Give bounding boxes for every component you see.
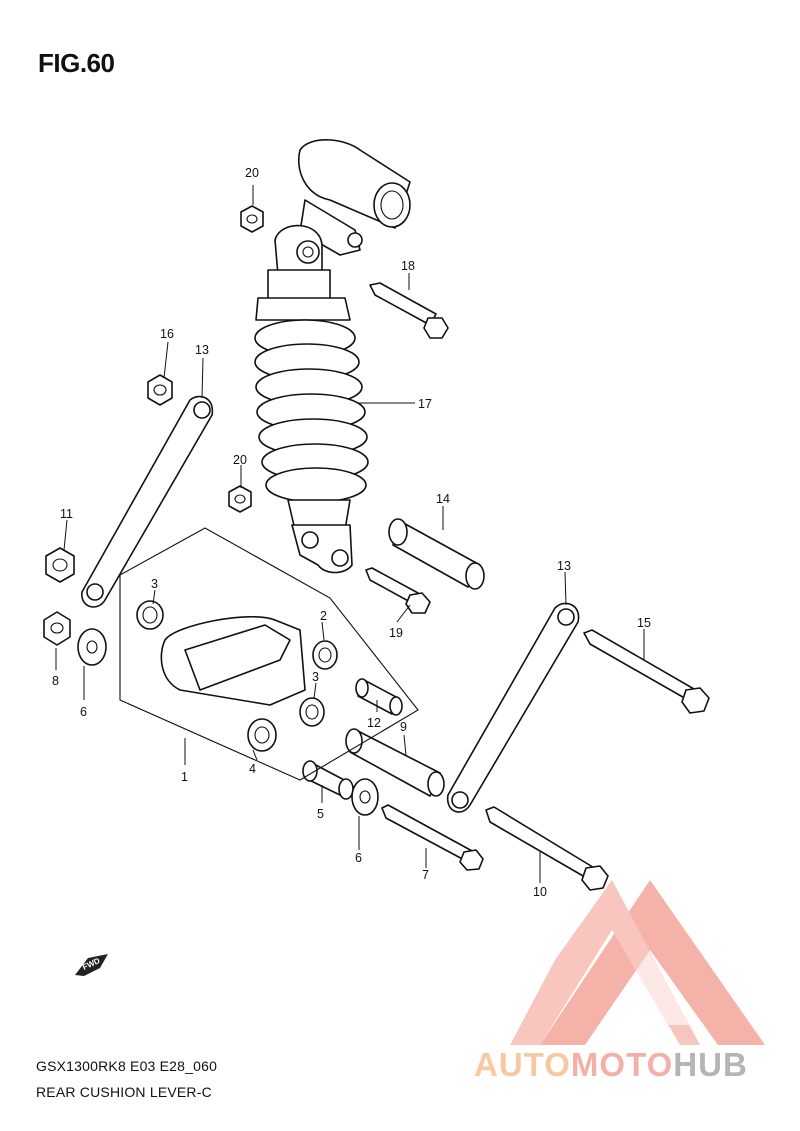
watermark-text: AUTOMOTOHUB: [474, 1046, 748, 1084]
collar-12: [355, 678, 403, 716]
nut-16: [147, 374, 173, 406]
callout-11: 11: [60, 507, 73, 521]
callout-12: 12: [367, 716, 381, 730]
model-code-label: GSX1300RK8 E03 E28_060: [36, 1058, 218, 1074]
figure-title: FIG.60: [38, 48, 115, 78]
spacer-9: [345, 728, 445, 797]
leader-lines: [55, 185, 645, 883]
bolt-10: [485, 806, 609, 891]
bolt-18: [369, 282, 449, 339]
callout-20-mid: 20: [233, 453, 247, 467]
shock-absorber: [254, 139, 411, 574]
lever-assembly: [119, 527, 419, 781]
bolt-19: [365, 567, 431, 614]
callout-3-a: 3: [151, 577, 158, 591]
washer-6-right: [351, 778, 379, 816]
washer-6-left: [77, 628, 107, 666]
callout-19: 19: [389, 626, 403, 640]
callout-14: 14: [436, 492, 450, 506]
callout-6-left: 6: [80, 705, 87, 719]
callout-1: 1: [181, 770, 188, 784]
callout-3-b: 3: [312, 670, 319, 684]
spacer-14: [388, 518, 485, 590]
diagram-name-label: REAR CUSHION LEVER-C: [36, 1084, 212, 1100]
callout-6-right: 6: [355, 851, 362, 865]
nut-20-mid: [228, 485, 252, 513]
callout-8: 8: [52, 674, 59, 688]
callout-2: 2: [320, 609, 327, 623]
callout-5: 5: [317, 807, 324, 821]
callout-16: 16: [160, 327, 174, 341]
callout-20-top: 20: [245, 166, 259, 180]
bolt-7: [381, 804, 484, 871]
rod-13-right: [446, 602, 580, 813]
callout-9: 9: [400, 720, 407, 734]
callout-13-right: 13: [557, 559, 571, 573]
callout-17: 17: [418, 397, 432, 411]
callout-18: 18: [401, 259, 415, 273]
watermark-logo: [510, 880, 765, 1045]
watermark-part-2: MOTO: [570, 1046, 674, 1083]
callout-7: 7: [422, 868, 429, 882]
callout-13-left: 13: [195, 343, 209, 357]
fwd-arrow-icon: FWD: [75, 954, 108, 976]
collar-5: [302, 760, 354, 800]
callout-15: 15: [637, 616, 651, 630]
rod-13-left: [81, 395, 214, 608]
watermark-part-1: AUTO: [474, 1046, 571, 1083]
callout-4: 4: [249, 762, 256, 776]
callout-labels: 20 18 16 13 17 20 14 11 13 3 15 2 19 8 3…: [52, 166, 651, 899]
nut-11: [45, 547, 75, 583]
bolt-15: [583, 629, 710, 714]
callout-10: 10: [533, 885, 547, 899]
nut-20-top: [240, 205, 264, 233]
watermark-part-3: HUB: [673, 1046, 748, 1083]
nut-8: [43, 611, 71, 646]
